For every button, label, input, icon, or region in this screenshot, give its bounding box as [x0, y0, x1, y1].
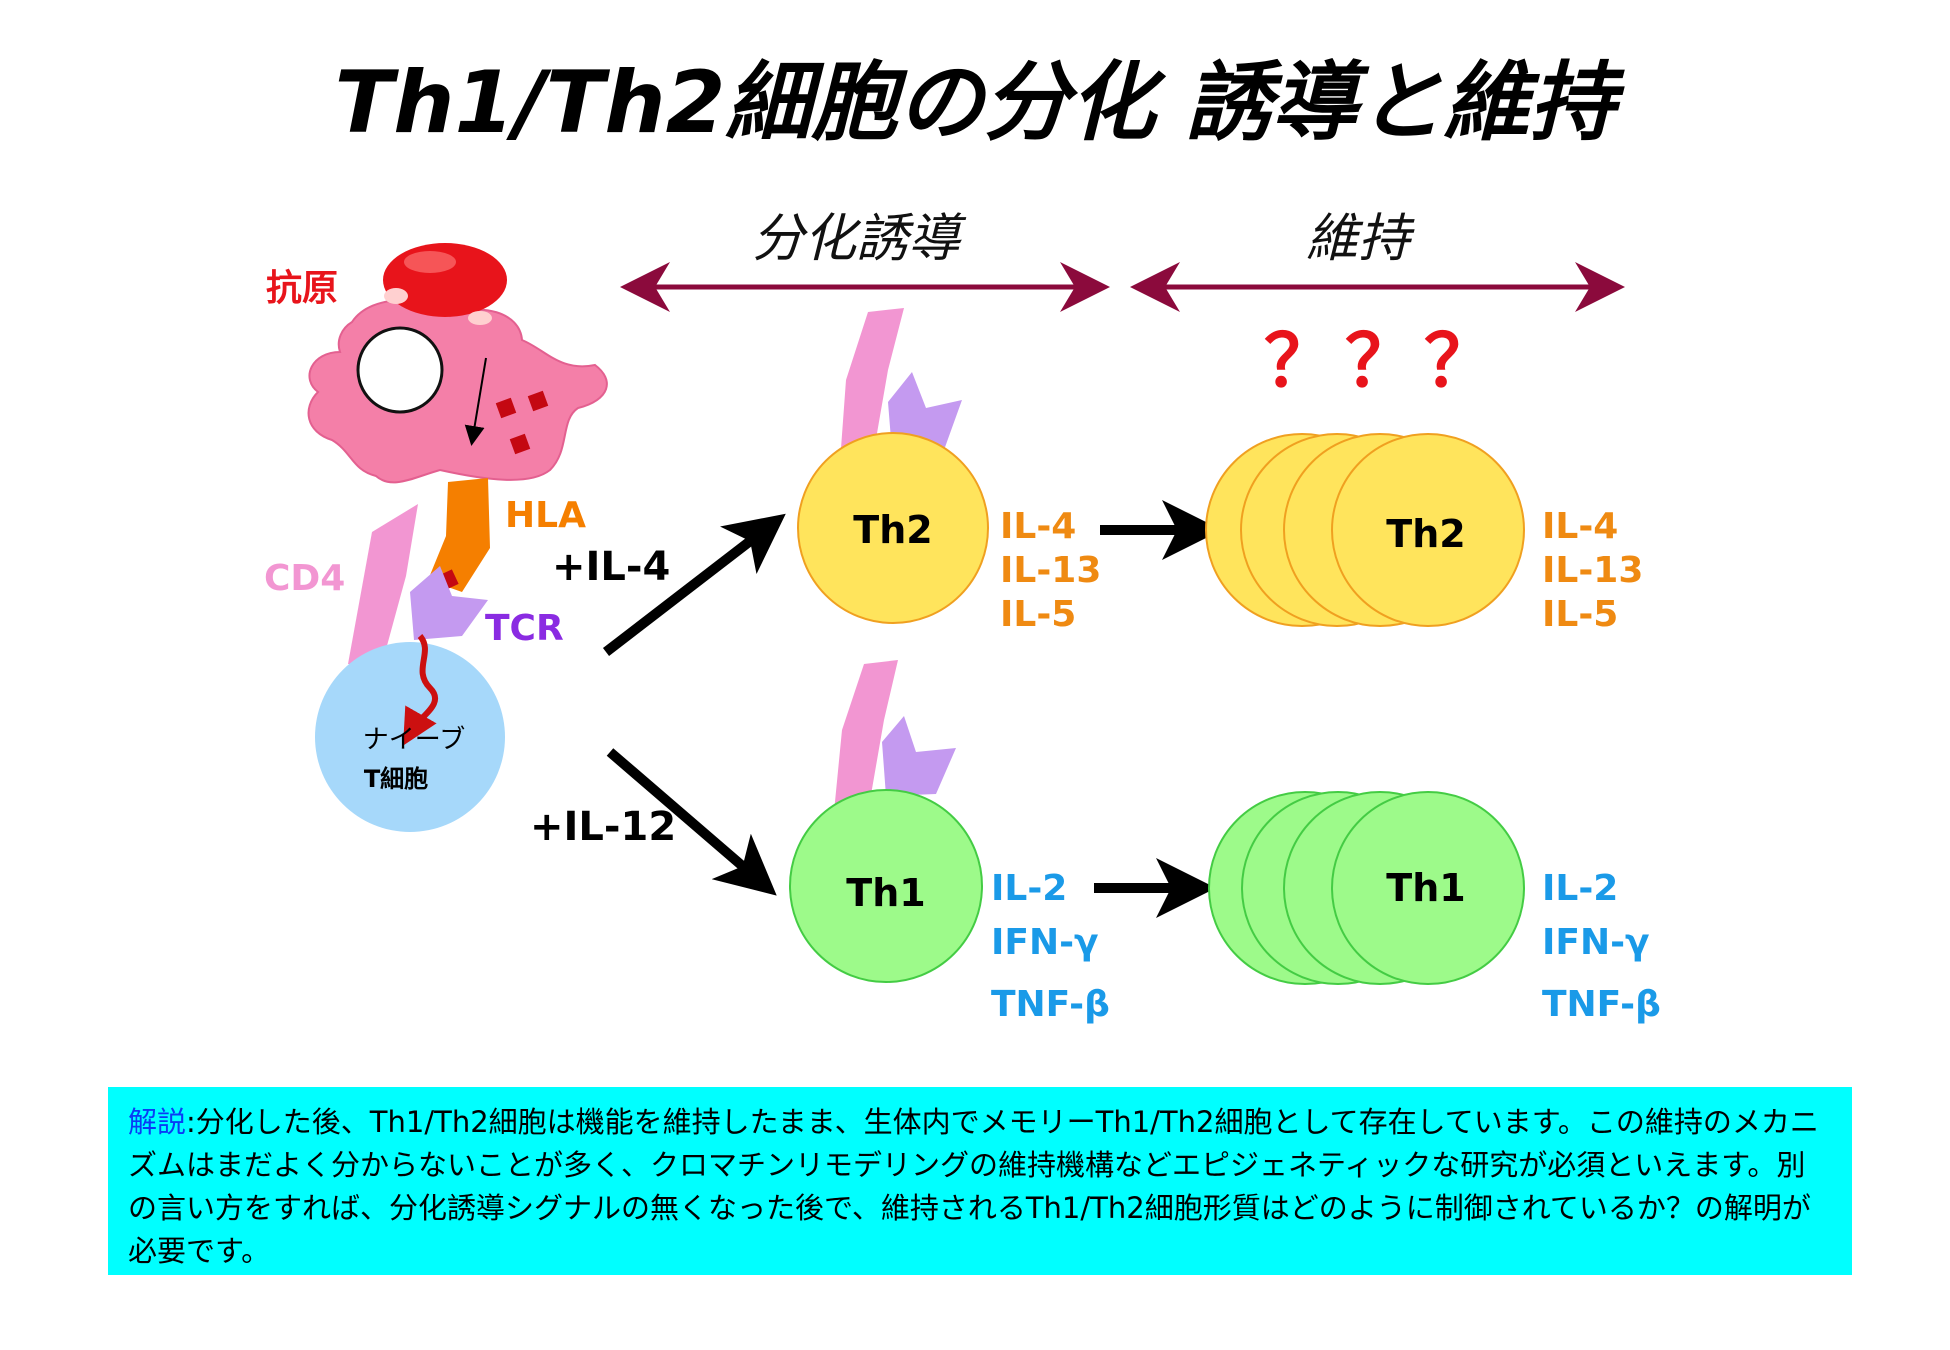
apc-nucleus [356, 326, 444, 414]
explanation-heading: 解説 [128, 1105, 187, 1139]
tcr-label: TCR [485, 608, 564, 649]
explanation-box: 解説:分化した後、Th1/Th2細胞は機能を維持したまま、生体内でメモリーTh1… [108, 1087, 1852, 1275]
memory-th2-cytokine: IL-13 [1542, 550, 1643, 591]
uptake-arrow [464, 357, 487, 446]
hla-label: HLA [505, 495, 586, 536]
cd4-molecule [840, 308, 904, 462]
th1-cytokine: IFN-γ [991, 922, 1099, 963]
page-title: Th1/Th2細胞の分化 誘導と維持 [335, 53, 1626, 153]
memory-th1-cytokine: IFN-γ [1542, 922, 1650, 963]
tcr-molecule [410, 566, 488, 640]
il4-stimulus-label: +IL-4 [552, 544, 670, 590]
th2-induction-arrow [602, 513, 786, 656]
memory-th2-cytokine: IL-4 [1542, 506, 1618, 547]
th2-cytokine: IL-5 [1000, 594, 1076, 635]
memory-th1-label: Th1 [1386, 866, 1465, 910]
th2-cell [797, 432, 989, 624]
memory-th2-cell [1331, 433, 1525, 627]
naive-label-line2: T細胞 [364, 765, 428, 793]
th2-cell-label: Th2 [853, 508, 932, 552]
antigen-fragment [509, 433, 531, 455]
antigen-knob [384, 288, 408, 304]
naive-label-line1: ナイーブ [363, 725, 465, 755]
antigen-highlight [404, 251, 456, 273]
memory-th1-cell [1331, 791, 1525, 985]
memory-th2-cytokine: IL-5 [1542, 594, 1618, 635]
th1-induction-arrow [606, 748, 777, 896]
cd4-molecule [834, 660, 898, 812]
cd4-molecule [348, 504, 418, 664]
signal-arrow [403, 634, 439, 746]
question-mark: ？ [1345, 319, 1417, 403]
antigen-presenting-cell [307, 299, 608, 484]
hla-molecule [428, 478, 490, 592]
th1-cell-label: Th1 [846, 871, 925, 915]
memory-th1-cytokine: IL-2 [1542, 868, 1618, 909]
memory-th1-cytokine: TNF-β [1542, 984, 1661, 1025]
antigen-knob [468, 311, 492, 325]
cd4-label: CD4 [264, 558, 345, 599]
explanation-text: :分化した後、Th1/Th2細胞は機能を維持したまま、生体内でメモリーTh1/T… [128, 1105, 1819, 1268]
il12-stimulus-label: +IL-12 [530, 804, 676, 850]
phase-maintenance-label: 維持 [1306, 209, 1415, 269]
antigen-label: 抗原 [266, 267, 338, 309]
th2-cytokine: IL-4 [1000, 506, 1076, 547]
tcr-molecule [888, 372, 962, 452]
th1-cytokine: TNF-β [991, 984, 1110, 1025]
question-mark: ？ [1264, 319, 1336, 403]
th1-cell [789, 789, 983, 983]
question-mark: ？ [1424, 319, 1496, 403]
tcr-molecule [882, 716, 956, 796]
th2-cytokine: IL-13 [1000, 550, 1101, 591]
memory-th2-label: Th2 [1386, 512, 1465, 556]
th1-cytokine: IL-2 [991, 868, 1067, 909]
antigen-fragment [527, 390, 549, 412]
antigen-fragment [495, 397, 517, 419]
phase-induction-label: 分化誘導 [752, 209, 967, 269]
